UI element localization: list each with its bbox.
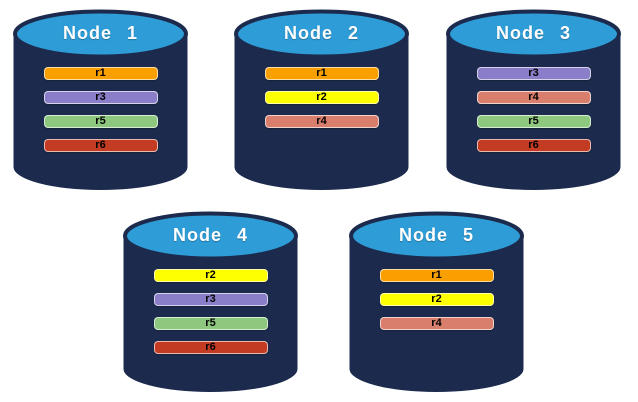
db-node: Node 2 r1 r2 r4: [233, 8, 410, 192]
replica-bar-r3: r3: [153, 293, 268, 306]
replica-bar-r6: r6: [476, 139, 591, 152]
replica-bar-r1: r1: [43, 67, 158, 80]
node-label: Node 3: [495, 23, 571, 43]
replica-bar-r6: r6: [153, 341, 268, 354]
replica-list: r2 r3 r5 r6: [153, 269, 268, 354]
replica-bar-r5: r5: [476, 115, 591, 128]
replica-bar-r3: r3: [476, 67, 591, 80]
replica-bar-r2: r2: [379, 293, 494, 306]
replica-bar-r4: r4: [264, 115, 379, 128]
node-label: Node 1: [62, 23, 138, 43]
replica-bar-r4: r4: [476, 91, 591, 104]
replica-list: r3 r4 r5 r6: [476, 67, 591, 152]
replica-bar-r1: r1: [379, 269, 494, 282]
node-label: Node 2: [283, 23, 359, 43]
replica-bar-r2: r2: [153, 269, 268, 282]
replica-bar-r2: r2: [264, 91, 379, 104]
replica-bar-r6: r6: [43, 139, 158, 152]
replica-list: r1 r3 r5 r6: [43, 67, 158, 152]
db-node: Node 4 r2 r3 r5 r6: [122, 210, 299, 394]
db-node: Node 5 r1 r2 r4: [348, 210, 525, 394]
replica-bar-r3: r3: [43, 91, 158, 104]
db-node: Node 1 r1 r3 r5 r6: [12, 8, 189, 192]
replica-bar-r5: r5: [153, 317, 268, 330]
replica-list: r1 r2 r4: [379, 269, 494, 330]
db-node: Node 3 r3 r4 r5 r6: [445, 8, 622, 192]
replica-bar-r4: r4: [379, 317, 494, 330]
replica-bar-r5: r5: [43, 115, 158, 128]
replica-list: r1 r2 r4: [264, 67, 379, 128]
node-label: Node 4: [172, 225, 248, 245]
replica-bar-r1: r1: [264, 67, 379, 80]
node-label: Node 5: [398, 225, 474, 245]
